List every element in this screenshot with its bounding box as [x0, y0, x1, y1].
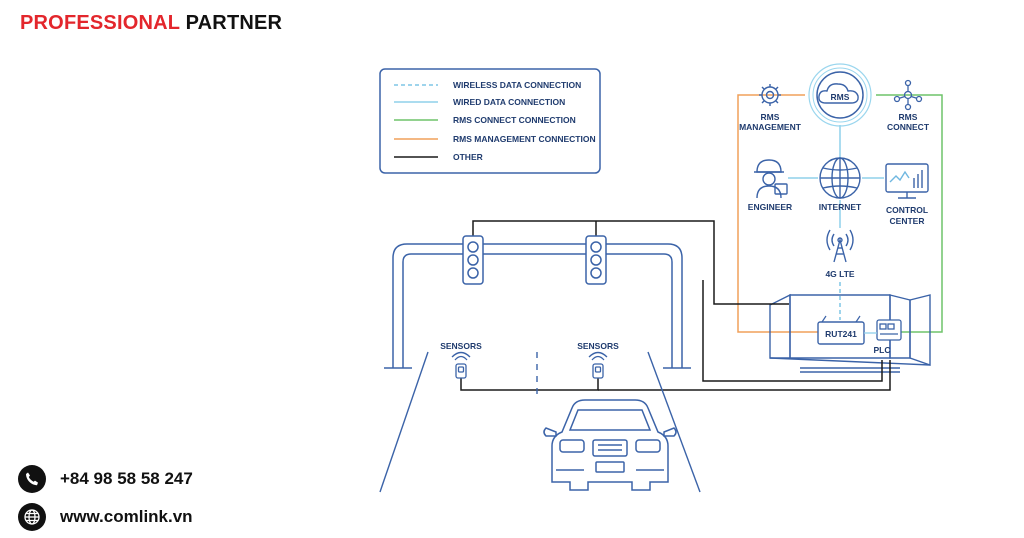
sensors-right-label: SENSORS	[577, 341, 619, 351]
rms-management-label-2: MANAGEMENT	[739, 122, 802, 132]
plc-device	[864, 319, 902, 341]
engineer-icon	[754, 159, 788, 199]
globe-icon	[18, 503, 46, 531]
rms-label: RMS	[831, 92, 850, 102]
legend-other: OTHER	[453, 152, 483, 162]
other-wiring	[460, 220, 891, 391]
monitor-chart-icon	[885, 163, 929, 199]
router-label: RUT241	[825, 329, 857, 339]
website-url: www.comlink.vn	[60, 507, 193, 526]
control-center-label-2: CENTER	[890, 216, 925, 226]
traffic-light-icon	[585, 235, 607, 285]
brand-professional: PROFESSIONAL	[20, 12, 180, 34]
rms-connections	[737, 94, 943, 333]
brand-partner: PARTNER	[185, 12, 283, 34]
roadside-cabinet	[769, 293, 931, 373]
rms-management-line	[737, 94, 818, 333]
cloud-icon	[818, 83, 859, 104]
legend-wired: WIRED DATA CONNECTION	[453, 97, 565, 107]
sensor-icon	[588, 351, 608, 379]
legend-rms-connect: RMS CONNECT CONNECTION	[453, 115, 576, 125]
traffic-gantry	[384, 243, 691, 369]
gear-icon	[759, 84, 781, 106]
antenna-icon	[826, 229, 854, 263]
legend-rms-management: RMS MANAGEMENT CONNECTION	[453, 134, 596, 144]
router-rut241: RUT241	[817, 315, 865, 345]
legend: WIRELESS DATA CONNECTION WIRED DATA CONN…	[379, 68, 601, 174]
sensors-left-label: SENSORS	[440, 341, 482, 351]
road	[379, 351, 701, 493]
engineer-label: ENGINEER	[748, 202, 792, 212]
lte-label: 4G LTE	[825, 269, 854, 279]
internet-label: INTERNET	[819, 202, 862, 212]
globe-internet-icon	[819, 157, 861, 199]
car-icon	[543, 399, 677, 491]
phone-number: +84 98 58 58 247	[60, 469, 193, 488]
phone-contact[interactable]: +84 98 58 58 247	[18, 465, 193, 493]
rms-management-label-1: RMS	[761, 112, 780, 122]
phone-icon	[18, 465, 46, 493]
sensor-icon	[451, 351, 471, 379]
website-contact[interactable]: www.comlink.vn	[18, 503, 193, 531]
network-icon	[893, 79, 923, 111]
rms-connect-label-1: RMS	[899, 112, 918, 122]
traffic-light-icon	[462, 235, 484, 285]
control-center-label-1: CONTROL	[886, 205, 928, 215]
rms-node: RMS	[808, 63, 872, 127]
rms-connect-line	[876, 94, 943, 333]
plc-label: PLC	[874, 345, 891, 355]
rms-connect-label-2: CONNECT	[887, 122, 930, 132]
brand-title: PROFESSIONAL PARTNER	[20, 12, 282, 35]
legend-wireless: WIRELESS DATA CONNECTION	[453, 80, 581, 90]
